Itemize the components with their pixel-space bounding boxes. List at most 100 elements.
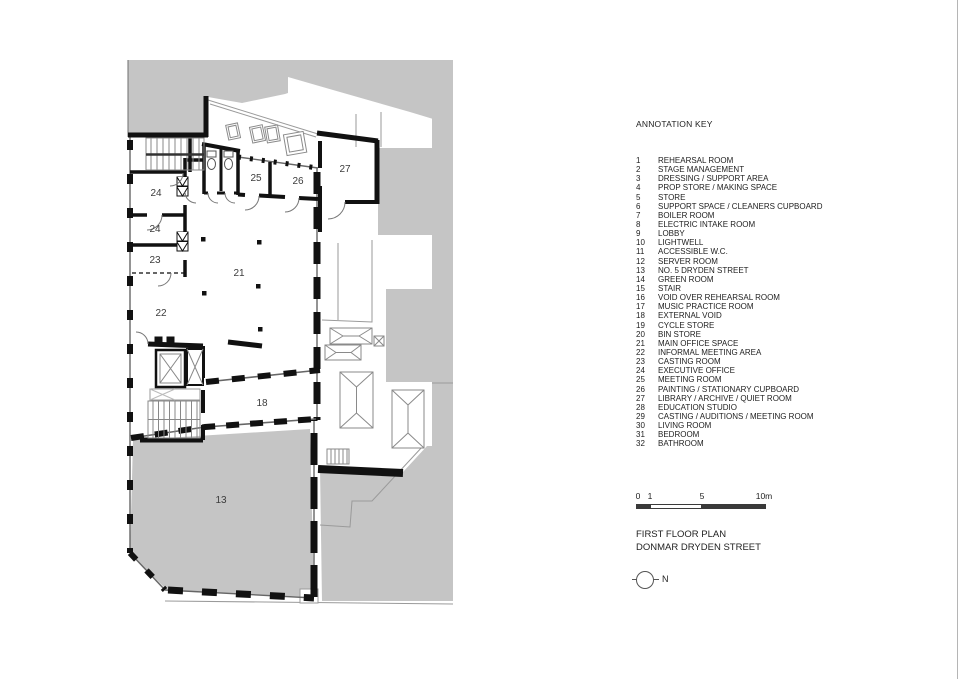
key-item-number: 15 [636,284,645,294]
key-item: 29 CASTING / AUDITIONS / MEETING ROOM [636,412,946,421]
key-item-number: 11 [636,247,645,257]
room-label-27: 27 [339,164,351,175]
room-label-23: 23 [149,255,161,266]
key-item-number: 16 [636,293,645,303]
courtyard-steps [326,448,350,465]
key-item-number: 21 [636,338,645,348]
key-item-number: 19 [636,320,645,330]
perimeter-walls [127,137,321,602]
room-label-25: 25 [250,173,262,184]
key-item-number: 18 [636,311,645,321]
key-item-label: GREEN ROOM [658,274,714,284]
annotation-key-title: ANNOTATION KEY [636,119,713,129]
title-block: FIRST FLOOR PLAN DONMAR DRYDEN STREET [636,529,761,554]
key-item-label: BIN STORE [658,329,701,339]
key-item-label: STAIR [658,284,681,294]
room-label-13: 13 [215,495,227,506]
key-item: 20 BIN STORE [636,330,946,339]
key-item-number: 23 [636,357,645,367]
key-item-label: ELECTRIC INTAKE ROOM [658,220,756,230]
key-item: 12 SERVER ROOM [636,257,946,266]
key-item-number: 4 [636,183,641,193]
key-item: 31 BEDROOM [636,430,946,439]
key-item-label: LIBRARY / ARCHIVE / QUIET ROOM [658,393,792,403]
key-item: 17 MUSIC PRACTICE ROOM [636,302,946,311]
key-item: 22 INFORMAL MEETING AREA [636,348,946,357]
key-item: 19 CYCLE STORE [636,321,946,330]
key-item-label: STORE [658,192,686,202]
key-item-number: 22 [636,348,645,358]
key-item-number: 29 [636,412,645,421]
key-item-number: 32 [636,439,645,449]
key-item-label: CYCLE STORE [658,320,715,330]
scale-label-1: 1 [647,491,653,501]
key-item-number: 9 [636,229,641,239]
key-item-label: LIGHTWELL [658,238,704,248]
room-label-21: 21 [233,268,245,279]
key-item-label: BATHROOM [658,439,704,449]
key-item-number: 13 [636,265,645,275]
key-item-label: NO. 5 DRYDEN STREET [658,265,749,275]
key-item: 26 PAINTING / STATIONARY CUPBOARD [636,385,946,394]
key-item-label: MAIN OFFICE SPACE [658,338,739,348]
key-item: 14 GREEN ROOM [636,275,946,284]
key-item-label: PAINTING / STATIONARY CUPBOARD [658,384,800,394]
key-item-number: 14 [636,274,645,284]
key-item-number: 25 [636,375,645,385]
key-item-number: 31 [636,430,645,440]
key-item-number: 30 [636,421,645,431]
key-item: 11 ACCESSIBLE W.C. [636,247,946,256]
key-item: 5 STORE [636,193,946,202]
key-item-number: 2 [636,165,641,175]
room-label-22: 22 [155,308,167,319]
key-item: 13 NO. 5 DRYDEN STREET [636,266,946,275]
internal-walls [128,96,404,477]
columns [201,237,263,332]
key-item-label: REHEARSAL ROOM [658,156,734,166]
key-item: 21 MAIN OFFICE SPACE [636,339,946,348]
key-item-label: SERVER ROOM [658,256,718,266]
key-item-label: STAGE MANAGEMENT [658,165,745,175]
key-item-label: PROP STORE / MAKING SPACE [658,183,778,193]
key-item-number: 5 [636,192,641,202]
key-item-label: BEDROOM [658,430,700,440]
key-item-number: 7 [636,210,641,220]
door-arcs [135,172,346,345]
key-item-number: 26 [636,384,645,394]
key-item-label: DRESSING / SUPPORT AREA [658,174,769,184]
stairs [145,137,205,439]
key-item-label: ACCESSIBLE W.C. [658,247,728,257]
drawing-title: FIRST FLOOR PLAN [636,529,727,540]
key-item-number: 20 [636,329,645,339]
key-item-label: INFORMAL MEETING AREA [658,348,762,358]
key-item-label: MUSIC PRACTICE ROOM [658,302,754,312]
project-title: DONMAR DRYDEN STREET [636,541,761,553]
key-item: 8 ELECTRIC INTAKE ROOM [636,220,946,229]
key-item-number: 28 [636,402,645,412]
room-labels: 24 24 23 22 21 25 26 27 18 13 [149,164,351,506]
scale-label-10m: 10m [755,491,773,501]
scale-bar: 0 1 5 10m [636,491,776,517]
key-item: 4 PROP STORE / MAKING SPACE [636,183,946,192]
key-item-number: 17 [636,302,645,312]
room-label-24a: 24 [150,188,162,199]
key-item-number: 24 [636,366,645,376]
north-label: N [662,574,669,584]
key-item-number: 8 [636,220,641,230]
key-item-number: 12 [636,256,645,266]
key-item-label: LIVING ROOM [658,421,712,431]
key-item-label: CASTING / AUDITIONS / MEETING ROOM [658,412,814,421]
rooflights [225,122,425,465]
